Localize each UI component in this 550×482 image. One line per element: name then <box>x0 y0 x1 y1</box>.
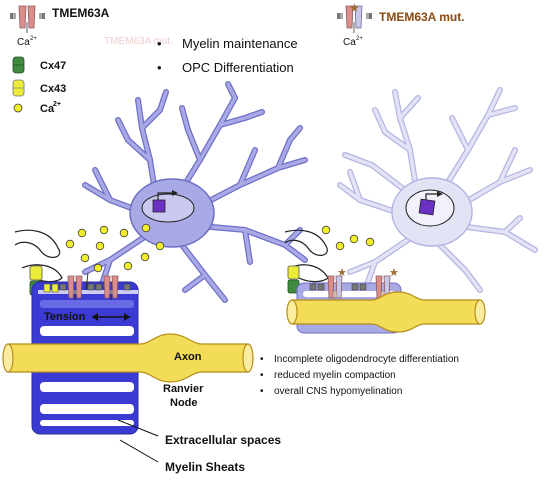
axon-right <box>286 291 486 333</box>
faded-tmem63a-mut-text: TMEM63A mut. <box>104 36 173 47</box>
cx47-icon <box>12 56 25 74</box>
membrane-channels-right: ★ ★ <box>309 266 399 302</box>
svg-text:•: • <box>260 370 264 381</box>
mutant-dna-gene-icon <box>418 198 436 216</box>
mutation-star-icon: ★ <box>337 266 347 279</box>
mutation-star-icon: ★ <box>389 266 399 279</box>
mutant-ca-charge: 2+ <box>356 36 363 42</box>
cx43-label: Cx43 <box>40 83 66 95</box>
tmem63a-legend-label: TMEM63A <box>52 6 110 20</box>
mutant-label: TMEM63A mut. <box>379 10 465 24</box>
ca-ion-label: Ca <box>17 37 30 48</box>
svg-text:•: • <box>260 354 264 365</box>
svg-text:•: • <box>260 386 264 397</box>
calcium-ions-right <box>321 225 375 251</box>
mutation-star-icon: ★ <box>349 1 360 15</box>
ca-ion-charge: 2+ <box>30 36 37 42</box>
extracellular-label: Extracellular spaces <box>165 433 281 447</box>
axon-label: Axon <box>174 351 202 363</box>
ca-legend-label: Ca <box>40 103 55 115</box>
tension-arrow-icon <box>92 313 130 321</box>
mutant-transcription-arrow-icon <box>437 191 443 197</box>
mutant-effects-list: • Incomplete oligodendrocyte differentia… <box>260 354 459 397</box>
junction-stack-right <box>287 265 300 294</box>
membrane-channels-left <box>43 272 131 300</box>
cx43-icon <box>12 79 25 97</box>
effect-item: reduced myelin compaction <box>274 370 396 381</box>
calcium-ions-left <box>65 223 165 273</box>
extracellular-pointer <box>117 419 159 437</box>
myelin-sheath-label: Myelin Sheats <box>165 460 245 474</box>
ca-legend-charge: 2+ <box>53 101 61 108</box>
axon-left <box>2 333 254 383</box>
dna-gene-icon <box>152 199 166 213</box>
oligodendrocyte-mutant <box>337 87 538 293</box>
tension-label: Tension <box>44 311 86 323</box>
svg-text:•: • <box>157 60 162 75</box>
function-item: OPC Differentiation <box>182 60 294 75</box>
tmem63a-mutant-channel-icon <box>337 5 372 33</box>
function-item: Myelin maintenance <box>182 36 298 51</box>
oligodendrocyte-wildtype <box>82 81 308 303</box>
nucleus <box>141 193 195 223</box>
ranvier-node-label: Node <box>170 397 198 409</box>
effect-item: overall CNS hypomyelination <box>274 386 402 397</box>
mutant-ca-label: Ca <box>343 37 356 48</box>
effect-item: Incomplete oligodendrocyte differentiati… <box>274 354 459 365</box>
mutant-legend: ★ TMEM63A mut. Ca 2+ <box>337 1 465 48</box>
function-list: • Myelin maintenance • OPC Differentiati… <box>157 36 298 75</box>
svg-text:•: • <box>157 36 162 51</box>
ca-dot-icon <box>13 103 23 113</box>
transcription-arrow-icon <box>172 190 178 196</box>
myelin-pointer <box>119 439 159 463</box>
ranvier-node-label: Ranvier <box>163 383 204 395</box>
legend: TMEM63A Ca 2+ TMEM63A mut. Cx47 Cx43 Ca … <box>10 5 173 115</box>
tmem63a-channel-icon <box>10 5 45 33</box>
cx47-label: Cx47 <box>40 60 66 72</box>
